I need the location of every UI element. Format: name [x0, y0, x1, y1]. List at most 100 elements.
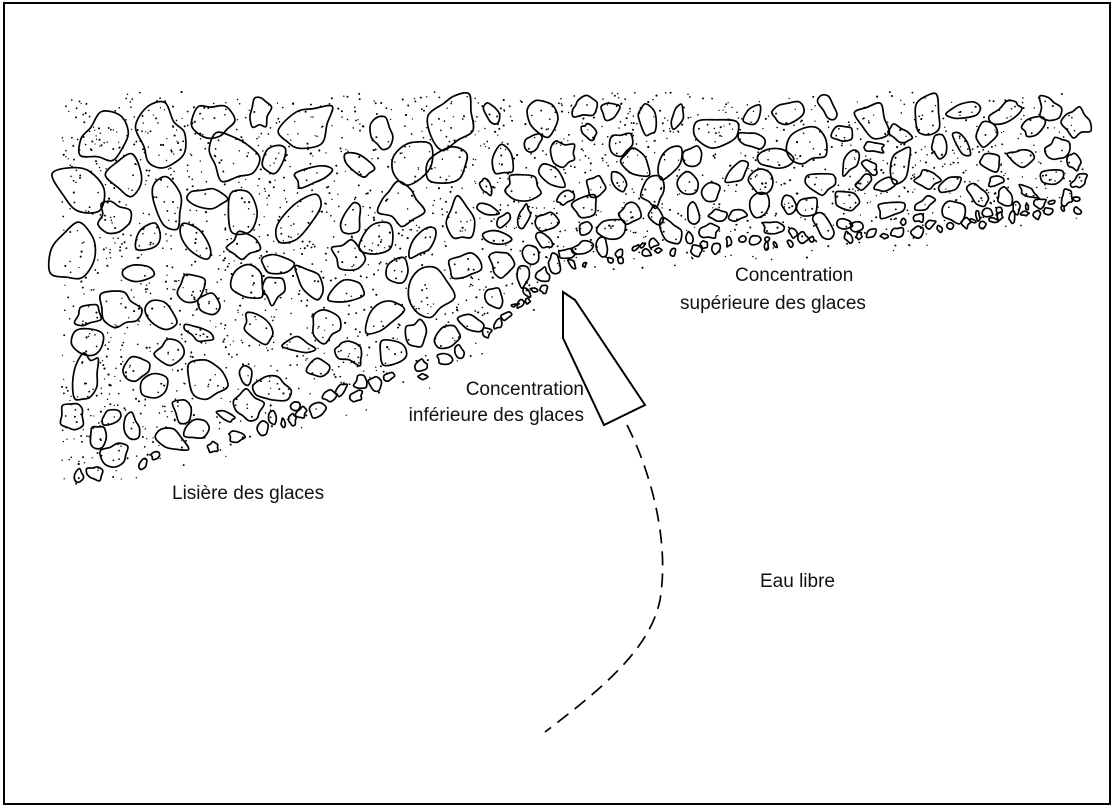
stipple-dot [972, 148, 974, 150]
ice-floe [970, 219, 976, 223]
stipple-dot [637, 155, 638, 156]
stipple-dot [144, 275, 146, 277]
stipple-dot [121, 256, 123, 258]
stipple-dot [74, 416, 76, 418]
stipple-dot [493, 187, 495, 189]
stipple-dot [828, 126, 829, 127]
stipple-dot [106, 301, 108, 303]
stipple-dot [1036, 187, 1038, 189]
stipple-dot [142, 233, 144, 235]
stipple-dot [575, 228, 577, 230]
stipple-dot [457, 360, 458, 361]
stipple-dot [97, 272, 99, 274]
stipple-dot [172, 359, 173, 360]
stipple-dot [96, 317, 98, 319]
stipple-dot [270, 404, 272, 406]
stipple-dot [455, 212, 457, 214]
stipple-dot [601, 157, 603, 159]
stipple-dot [376, 113, 378, 115]
stipple-dot [844, 137, 846, 139]
stipple-dot [563, 246, 564, 247]
stipple-dot [355, 256, 357, 258]
stipple-dot [679, 193, 680, 194]
stipple-dot [796, 193, 798, 195]
stipple-dot [224, 324, 226, 326]
stipple-dot [503, 99, 505, 101]
stipple-dot [426, 297, 428, 299]
stipple-dot [611, 92, 613, 94]
stipple-dot [474, 98, 475, 99]
stipple-dot [896, 146, 898, 148]
stipple-dot [449, 141, 451, 143]
stipple-dot [142, 436, 144, 438]
stipple-dot [200, 255, 201, 256]
stipple-dot [300, 300, 302, 302]
stipple-dot [728, 185, 729, 186]
stipple-dot [280, 227, 282, 229]
stipple-dot [224, 257, 226, 259]
stipple-dot [72, 145, 74, 147]
stipple-dot [358, 184, 360, 186]
stipple-dot [97, 192, 99, 194]
stipple-dot [567, 140, 568, 141]
stipple-dot [434, 200, 435, 201]
stipple-dot [241, 187, 243, 189]
ice-floe [180, 223, 211, 259]
stipple-dot [627, 113, 629, 115]
stipple-dot [298, 388, 300, 390]
stipple-dot [673, 131, 674, 132]
stipple-dot [331, 199, 332, 200]
stipple-dot [223, 251, 225, 253]
stipple-dot [286, 154, 288, 156]
stipple-dot [208, 303, 210, 305]
stipple-dot [804, 218, 806, 220]
stipple-dot [230, 344, 231, 345]
ice-floe [855, 174, 871, 190]
stipple-dot [233, 226, 234, 227]
stipple-dot [207, 386, 209, 388]
stipple-dot [755, 159, 757, 161]
stipple-dot [64, 478, 65, 479]
stipple-dot [293, 223, 295, 225]
stipple-dot [549, 118, 551, 120]
stipple-dot [145, 131, 146, 132]
stipple-dot [735, 191, 737, 193]
stipple-dot [172, 201, 174, 203]
stipple-dot [283, 252, 285, 254]
ice-floe [530, 288, 537, 292]
stipple-dot [687, 117, 689, 119]
stipple-dot [236, 129, 238, 131]
stipple-dot [131, 129, 132, 130]
stipple-dot [193, 296, 195, 298]
stipple-dot [453, 116, 454, 117]
stipple-dot [492, 277, 494, 279]
stipple-dot [177, 401, 179, 403]
stipple-dot [170, 149, 172, 151]
stipple-dot [146, 169, 148, 171]
stipple-dot [316, 408, 317, 409]
stipple-dot [349, 353, 350, 354]
stipple-dot [272, 320, 274, 322]
stipple-dot [73, 159, 75, 161]
stipple-dot [215, 374, 216, 375]
stipple-dot [1015, 204, 1016, 205]
stipple-dot [111, 222, 113, 224]
stipple-dot [985, 134, 987, 136]
stipple-dot [114, 376, 115, 377]
stipple-dot [63, 154, 65, 156]
stipple-dot [1042, 210, 1043, 211]
stipple-dot [597, 210, 599, 212]
stipple-dot [594, 266, 596, 268]
stipple-dot [475, 343, 476, 344]
stipple-dot [915, 164, 916, 165]
stipple-dot [337, 251, 339, 253]
stipple-dot [121, 298, 122, 299]
stipple-dot [402, 229, 404, 231]
stipple-dot [854, 122, 856, 124]
stipple-dot [493, 240, 495, 242]
stipple-dot [441, 208, 443, 210]
stipple-dot [841, 143, 842, 144]
ice-floe [946, 102, 981, 119]
stipple-dot [237, 309, 238, 310]
stipple-dot [848, 121, 850, 123]
